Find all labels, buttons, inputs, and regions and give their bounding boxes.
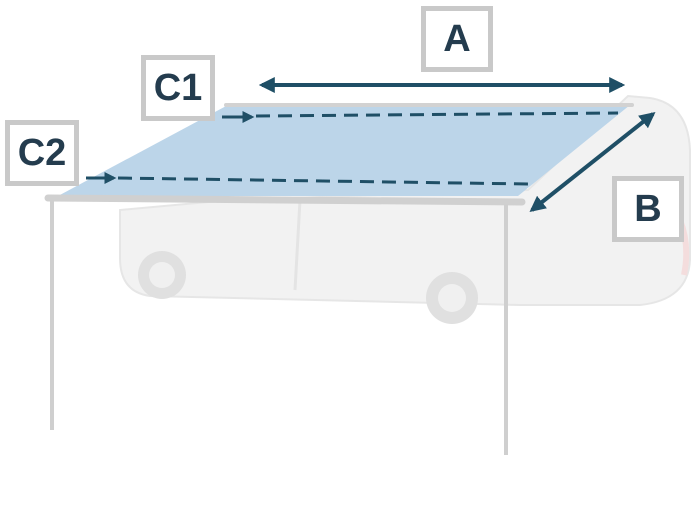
dimension-label-c2: C2 (5, 120, 79, 186)
awning-front-bar (44, 194, 526, 206)
dimension-label-a: A (421, 6, 493, 72)
dimension-c1-dashed-line (255, 111, 619, 118)
awning-canopy (58, 105, 630, 196)
dimension-label-b: B (612, 176, 684, 242)
dimension-label-c1: C1 (141, 55, 215, 121)
dimension-b-arrow (529, 112, 656, 212)
dimension-c2-dashed-line (117, 176, 529, 186)
